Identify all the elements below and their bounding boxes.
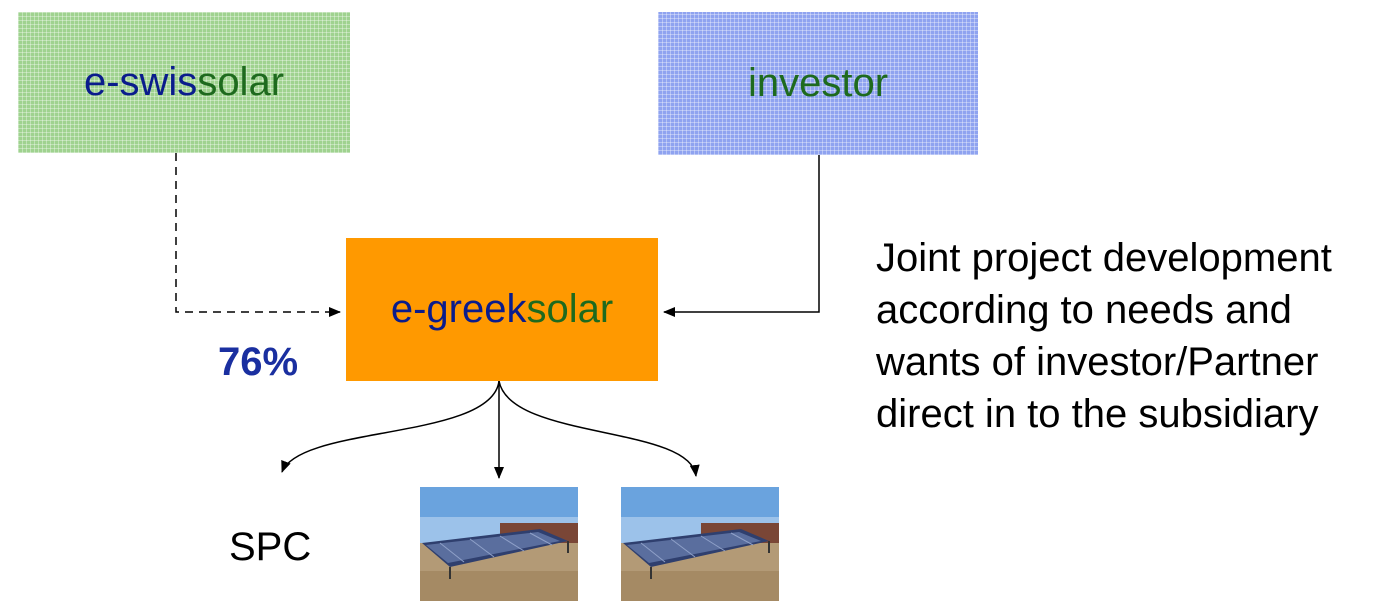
node-e-greeksolar-prefix: e-greek — [390, 287, 527, 331]
node-investor: investor — [658, 12, 978, 155]
ownership-percentage: 76% — [218, 340, 299, 384]
node-e-swissolar-prefix: e-swis — [83, 60, 198, 104]
solar-panel-array-photo-2 — [621, 487, 779, 601]
solar-panel-photo-icon — [420, 487, 578, 601]
solar-panel-photo-icon — [621, 487, 779, 601]
curved-arrow-to-spc — [281, 380, 500, 473]
curved-arrow-to-photo-2 — [498, 380, 700, 477]
description-text: Joint project development according to n… — [876, 236, 1332, 436]
solar-panel-array-photo-1 — [420, 487, 578, 601]
spc-label: SPC — [229, 525, 312, 569]
node-e-greeksolar-suffix: solar — [526, 287, 614, 331]
dashed-connector-swiss-to-greek — [175, 153, 341, 317]
connector-investor-to-greek — [663, 155, 820, 317]
node-e-swissolar-suffix: solar — [197, 60, 285, 104]
node-investor-label: investor — [747, 61, 889, 105]
